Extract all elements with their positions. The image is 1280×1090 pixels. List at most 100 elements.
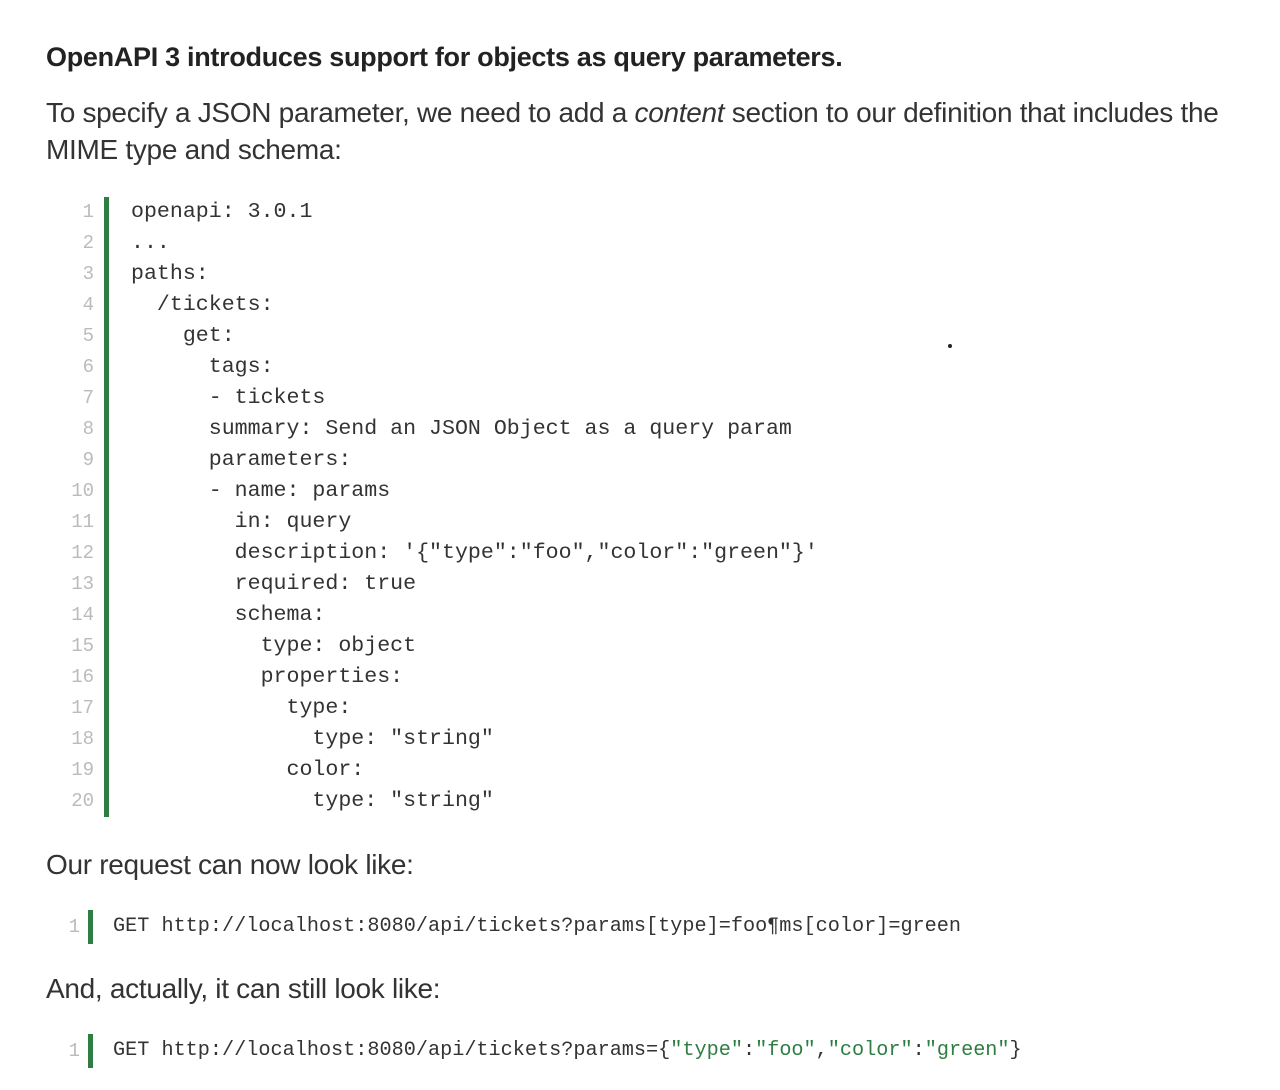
- code-bar: [88, 910, 93, 944]
- code-bar: [104, 321, 109, 352]
- code-line: - tickets: [131, 386, 326, 410]
- line-number: 9: [82, 449, 94, 471]
- code-line: summary: Send an JSON Object as a query …: [131, 417, 792, 441]
- code-bar: [88, 1034, 93, 1068]
- code-line: tags:: [131, 355, 274, 379]
- line-number: 1: [68, 916, 80, 938]
- json-value: "foo": [755, 1039, 816, 1062]
- code-line: description: '{"type":"foo","color":"gre…: [131, 541, 818, 565]
- code-bar: [104, 414, 109, 445]
- code-bar: [104, 786, 109, 817]
- code-line: type: object: [131, 634, 417, 658]
- code-bar: [104, 445, 109, 476]
- code-bar: [104, 631, 109, 662]
- code-line-row: 4 /tickets:: [60, 290, 818, 321]
- code-line-row: 13 required: true: [60, 569, 818, 600]
- line-number: 6: [82, 356, 94, 378]
- code-line: ...: [131, 231, 170, 255]
- code-bar: [104, 507, 109, 538]
- code-line: type: "string": [131, 727, 494, 751]
- code-bar: [104, 755, 109, 786]
- line-number: 13: [71, 573, 94, 595]
- code-line: /tickets:: [131, 293, 274, 317]
- code-line-row: 11 in: query: [60, 507, 818, 538]
- code-line-row: 19 color:: [60, 755, 818, 786]
- code-line: required: true: [131, 572, 417, 596]
- line-number: 19: [71, 759, 94, 781]
- code-line-row: 7 - tickets: [60, 383, 818, 414]
- intro-text: To specify a JSON parameter, we need to …: [46, 97, 635, 128]
- code-bar: [104, 197, 109, 228]
- code-line-row: 2...: [60, 228, 818, 259]
- code-prefix: GET http://localhost:8080/api/tickets?pa…: [113, 1039, 671, 1062]
- code-line-row: 1 openapi: 3.0.1: [60, 197, 818, 228]
- code-line: type: "string": [131, 789, 494, 813]
- code-suffix: }: [1009, 1039, 1022, 1062]
- code-bar: [104, 693, 109, 724]
- code-line: GET http://localhost:8080/api/tickets?pa…: [113, 915, 962, 938]
- code-line: type:: [131, 696, 352, 720]
- code-line-row: 5 get:: [60, 321, 818, 352]
- code-line-row: 10 - name: params: [60, 476, 818, 507]
- code-line-row: 17 type:: [60, 693, 818, 724]
- line-number: 5: [82, 325, 94, 347]
- code-line-row: 15 type: object: [60, 631, 818, 662]
- intro-emphasis: content: [634, 97, 725, 128]
- colon: :: [742, 1039, 756, 1062]
- stray-dot: [948, 344, 952, 348]
- code-line-row: 18 type: "string": [60, 724, 818, 755]
- code-line-row: 16 properties:: [60, 662, 818, 693]
- code-bar: [104, 662, 109, 693]
- alt-paragraph: And, actually, it can still look like:: [46, 973, 441, 1004]
- request-code-block-2: 1 GET http://localhost:8080/api/tickets?p…: [60, 1034, 1022, 1068]
- code-line-row: 8 summary: Send an JSON Object as a quer…: [60, 414, 818, 445]
- code-bar: [104, 476, 109, 507]
- line-number: 1: [68, 1040, 80, 1062]
- code-line: - name: params: [131, 479, 391, 503]
- line-number: 2: [82, 232, 94, 254]
- code-bar: [104, 352, 109, 383]
- code-bar: [104, 538, 109, 569]
- request-code-block-1: 1 GET http://localhost:8080/api/tickets?p…: [60, 910, 961, 944]
- line-number: 8: [82, 418, 94, 440]
- json-value: "green": [924, 1039, 1010, 1062]
- code-line: color:: [131, 758, 365, 782]
- code-line: GET http://localhost:8080/api/tickets?pa…: [93, 1034, 1022, 1068]
- line-number: 16: [71, 666, 94, 688]
- code-bar: [104, 290, 109, 321]
- line-number: 17: [71, 697, 94, 719]
- line-number: 10: [71, 480, 94, 502]
- code-line: get:: [131, 324, 235, 348]
- code-bar: [104, 724, 109, 755]
- line-number: 4: [82, 294, 94, 316]
- code-line-row: 14 schema:: [60, 600, 818, 631]
- line-number: 11: [71, 511, 94, 533]
- section-heading: OpenAPI 3 introduces support for objects…: [46, 42, 843, 72]
- json-key: "color": [827, 1039, 913, 1062]
- line-number: 20: [71, 790, 94, 812]
- code-line-row: 20 type: "string": [60, 786, 818, 817]
- line-number: 15: [71, 635, 94, 657]
- code-line: openapi: 3.0.1: [131, 200, 313, 224]
- line-number: 14: [71, 604, 94, 626]
- code-bar: [104, 569, 109, 600]
- intro-paragraph: To specify a JSON parameter, we need to …: [46, 94, 1266, 168]
- code-line: parameters:: [131, 448, 352, 472]
- line-number: 7: [82, 387, 94, 409]
- request-paragraph: Our request can now look like:: [46, 849, 414, 880]
- comma: ,: [815, 1039, 828, 1062]
- line-number: 12: [71, 542, 94, 564]
- code-bar: [104, 600, 109, 631]
- intro-text-end: section to our definition that includes …: [46, 97, 1219, 165]
- code-line-row: 12 description: '{"type":"foo","color":"…: [60, 538, 818, 569]
- code-line-row: 6 tags:: [60, 352, 818, 383]
- code-line: in: query: [131, 510, 352, 534]
- colon: :: [912, 1039, 925, 1062]
- code-bar: [104, 383, 109, 414]
- code-line: properties:: [131, 665, 404, 689]
- json-key: "type": [670, 1039, 743, 1062]
- line-number: 1: [82, 201, 94, 223]
- code-bar: [104, 228, 109, 259]
